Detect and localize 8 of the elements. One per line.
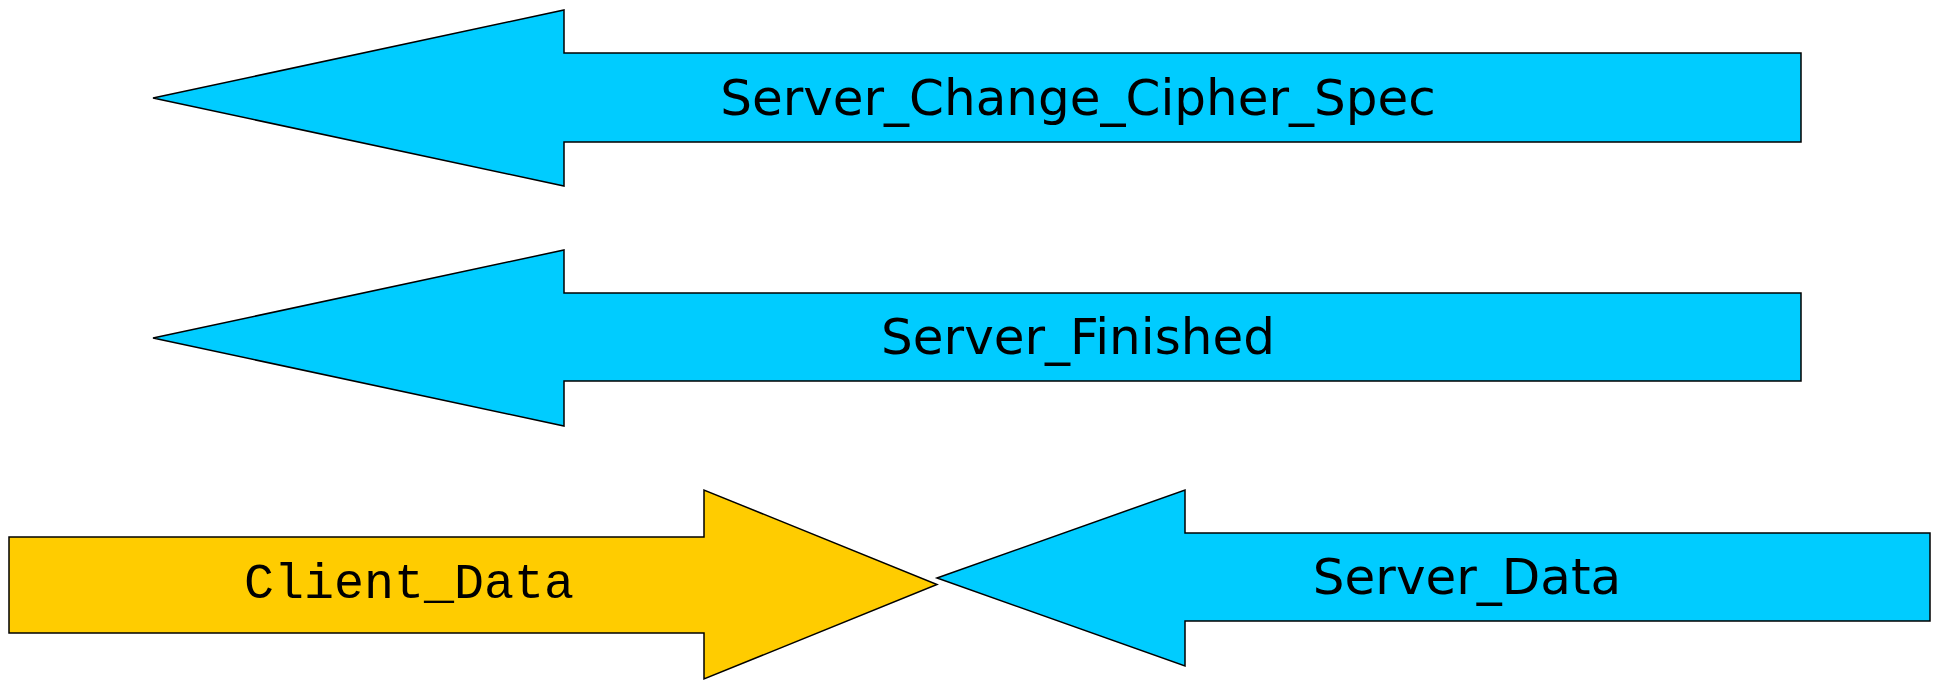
message-pointer <box>153 10 1801 186</box>
arrow-label: Client_Data <box>243 557 575 613</box>
arrow-label: Server_Finished <box>881 309 1275 365</box>
message-pointer <box>9 490 937 679</box>
arrow-label: Server_Data <box>1312 549 1622 605</box>
message-pointer <box>937 490 1930 666</box>
message-pointer <box>153 250 1801 426</box>
arrow-label: Server_Change_Cipher_Spec <box>720 69 1436 126</box>
